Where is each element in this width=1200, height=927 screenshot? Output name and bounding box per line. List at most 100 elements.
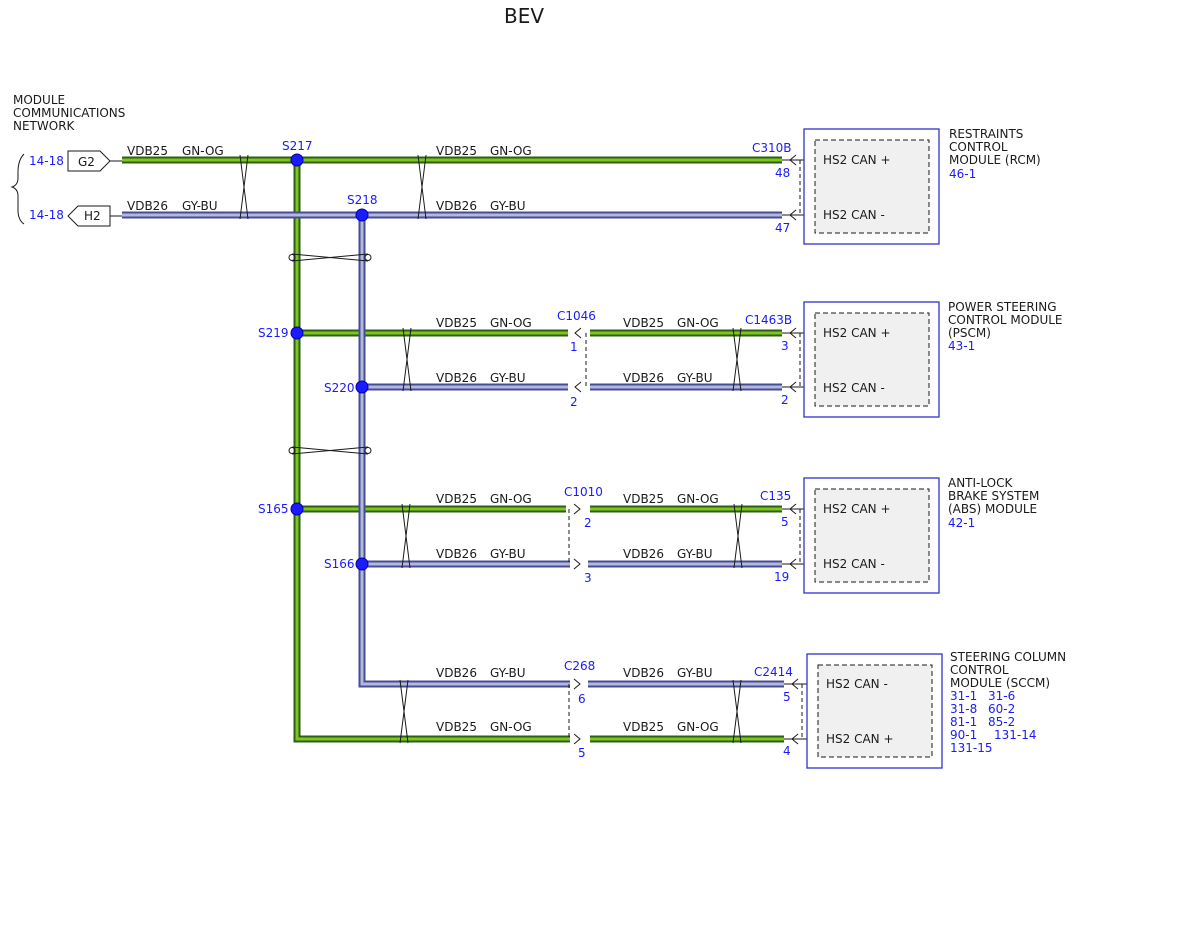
sccm-ref-6: 85-2 [988, 715, 1015, 729]
wire-label-gnog: GN-OG [490, 720, 532, 734]
network-label-line-2: COMMUNICATIONS [13, 106, 125, 120]
wire-labels: VDB25 GN-OG VDB26 GY-BU VDB25 GN-OG VDB2… [127, 144, 719, 734]
abs-can-minus: HS2 CAN - [823, 557, 885, 571]
wire-label-vdb26: VDB26 [623, 666, 664, 680]
rcm-ref: 46-1 [949, 167, 976, 181]
wires-vdb26 [122, 211, 784, 688]
abs-ref: 42-1 [948, 516, 975, 530]
sccm-ref-2: 31-6 [988, 689, 1015, 703]
pscm-name-line-2: CONTROL MODULE [948, 313, 1063, 327]
wire-label-gnog: GN-OG [677, 720, 719, 734]
diagram-title: BEV [504, 4, 544, 28]
wire-label-vdb26: VDB26 [127, 199, 168, 213]
connector-g2-ref: 14-18 [29, 154, 64, 168]
connector-c1010-label: C1010 [564, 485, 603, 499]
connector-g2-label: G2 [78, 155, 95, 169]
splice-s219-dot [290, 326, 304, 340]
sccm-can-plus: HS2 CAN + [826, 732, 894, 746]
sccm-name-line-2: CONTROL [950, 663, 1009, 677]
rcm-can-minus: HS2 CAN - [823, 208, 885, 222]
abs-can-plus: HS2 CAN + [823, 502, 891, 516]
wire-label-gybu: GY-BU [490, 666, 526, 680]
wire-label-vdb26: VDB26 [623, 371, 664, 385]
splice-s218-label: S218 [347, 193, 378, 207]
wire-label-gybu: GY-BU [490, 547, 526, 561]
twisted-pair-marks [239, 154, 743, 744]
sccm-ref-9: 131-15 [950, 741, 993, 755]
wire-label-gnog: GN-OG [182, 144, 224, 158]
pscm-ref: 43-1 [948, 339, 975, 353]
connector-h2-ref: 14-18 [29, 208, 64, 222]
splice-s220-dot [355, 380, 369, 394]
splice-s217-label: S217 [282, 139, 313, 153]
connector-c268-pin-6: 6 [578, 692, 586, 706]
connector-c1010-pin-3: 3 [584, 571, 592, 585]
wire-label-vdb26: VDB26 [436, 547, 477, 561]
sccm-pin-5: 5 [783, 690, 791, 704]
sccm-ref-7: 90-1 [950, 728, 977, 742]
wire-label-vdb25: VDB25 [436, 720, 477, 734]
connector-h2-shape [67, 205, 111, 227]
wire-label-gnog: GN-OG [490, 144, 532, 158]
sccm-name-line-1: STEERING COLUMN [950, 650, 1066, 664]
rcm-pin-48: 48 [775, 166, 790, 180]
connector-c268-pin-5: 5 [578, 746, 586, 760]
splice-s165-dot [290, 502, 304, 516]
wire-label-vdb25: VDB25 [436, 316, 477, 330]
wire-label-gybu: GY-BU [490, 371, 526, 385]
pscm-pin-3: 3 [781, 339, 789, 353]
wire-label-vdb25: VDB25 [127, 144, 168, 158]
sccm-ref-1: 31-1 [950, 689, 977, 703]
abs-name-line-1: ANTI-LOCK [948, 476, 1013, 490]
splice-s165-label: S165 [258, 502, 289, 516]
connector-c1010-pin-2: 2 [584, 516, 592, 530]
sccm-can-minus: HS2 CAN - [826, 677, 888, 691]
connector-c1463b-label: C1463B [745, 313, 792, 327]
network-brace [10, 153, 25, 225]
connector-c1046-pin-2: 2 [570, 395, 578, 409]
module-rcm: HS2 CAN + HS2 CAN - RESTRAINTS CONTROL M… [803, 127, 1041, 245]
splice-s166-label: S166 [324, 557, 355, 571]
wire-label-gybu: GY-BU [677, 666, 713, 680]
inline-connectors: C1046 1 2 C1010 2 3 C268 6 5 [557, 309, 603, 760]
sccm-ref-4: 60-2 [988, 702, 1015, 716]
connector-g2-shape [67, 150, 111, 172]
pscm-name-line-1: POWER STEERING [948, 300, 1057, 314]
module-pscm: HS2 CAN + HS2 CAN - POWER STEERING CONTR… [803, 300, 1063, 418]
network-label-line-3: NETWORK [13, 119, 76, 133]
connector-c2414-label: C2414 [754, 665, 793, 679]
splice-s218-dot [355, 208, 369, 222]
wire-label-vdb26: VDB26 [623, 547, 664, 561]
connector-c135-label: C135 [760, 489, 791, 503]
wire-label-vdb25: VDB25 [436, 144, 477, 158]
rcm-name-line-1: RESTRAINTS [949, 127, 1023, 141]
sccm-ref-5: 81-1 [950, 715, 977, 729]
connector-c1046-pin-1: 1 [570, 340, 578, 354]
wire-label-vdb25: VDB25 [623, 492, 664, 506]
pscm-can-plus: HS2 CAN + [823, 326, 891, 340]
wire-label-gybu: GY-BU [677, 547, 713, 561]
connector-c310b-label: C310B [752, 141, 792, 155]
abs-name-line-2: BRAKE SYSTEM [948, 489, 1039, 503]
wire-label-vdb25: VDB25 [623, 316, 664, 330]
rcm-pin-47: 47 [775, 221, 790, 235]
wire-label-vdb26: VDB26 [436, 199, 477, 213]
wire-label-vdb25: VDB25 [436, 492, 477, 506]
wire-label-gnog: GN-OG [490, 316, 532, 330]
sccm-ref-8: 131-14 [994, 728, 1037, 742]
splice-s219-label: S219 [258, 326, 289, 340]
splices: S217 S218 S219 S220 S165 S166 [258, 139, 378, 571]
wires-vdb25 [122, 156, 784, 743]
connector-c268-label: C268 [564, 659, 595, 673]
abs-pin-5: 5 [781, 515, 789, 529]
module-sccm: HS2 CAN - HS2 CAN + STEERING COLUMN CONT… [806, 650, 1066, 769]
splice-s220-label: S220 [324, 381, 355, 395]
pscm-pin-2: 2 [781, 393, 789, 407]
splice-s217-dot [290, 153, 304, 167]
rcm-name-line-2: CONTROL [949, 140, 1008, 154]
wire-label-vdb26: VDB26 [436, 371, 477, 385]
abs-name-line-3: (ABS) MODULE [948, 502, 1037, 516]
module-connectors: C310B 48 47 C1463B 3 2 C135 5 19 C2414 5 [745, 141, 818, 758]
pscm-name-line-3: (PSCM) [948, 326, 991, 340]
